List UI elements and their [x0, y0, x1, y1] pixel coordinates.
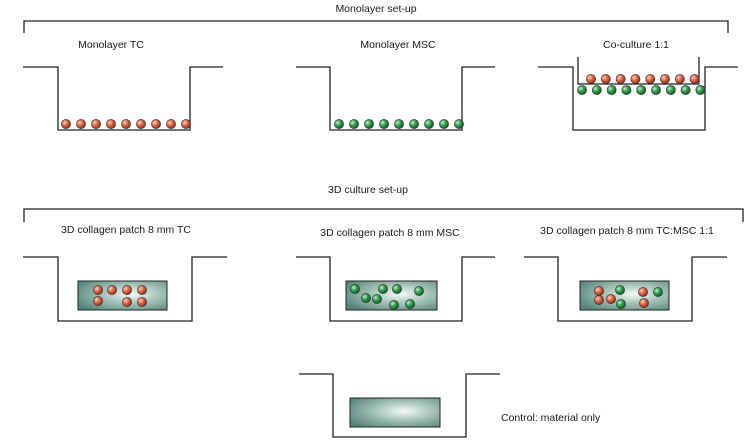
msc-cell — [364, 119, 374, 129]
well-patch-mix — [524, 256, 727, 322]
msc-cell — [378, 284, 388, 294]
coculture-insert — [577, 57, 700, 85]
tc-cell — [151, 119, 161, 129]
msc-cell — [424, 119, 434, 129]
well-mono-tc — [23, 66, 223, 131]
tc-cell — [137, 285, 147, 295]
msc-cell — [394, 119, 404, 129]
mono-tc-cells — [61, 119, 191, 129]
mono-msc-cells — [334, 119, 464, 129]
tc-cell — [121, 119, 131, 129]
msc-cell — [651, 85, 661, 95]
tc-cell — [61, 119, 71, 129]
tc-cell — [638, 287, 648, 297]
tc-cell — [586, 74, 596, 84]
tc-cell — [630, 74, 641, 84]
msc-cell — [665, 85, 676, 95]
well-patch-tc — [23, 256, 227, 322]
msc-cell — [392, 284, 402, 294]
msc-cell — [606, 85, 617, 95]
tc-cell — [136, 119, 146, 129]
well-coculture — [538, 66, 738, 131]
tc-cell — [645, 74, 656, 84]
msc-cell — [350, 284, 360, 294]
tc-cell — [76, 119, 86, 129]
msc-cell — [414, 286, 424, 296]
msc-cell — [379, 119, 389, 129]
msc-cell — [405, 299, 415, 309]
tc-cell — [107, 285, 117, 295]
msc-cell — [636, 85, 647, 95]
collagen-patch-control — [349, 397, 441, 428]
msc-cell — [695, 85, 706, 95]
well-patch-msc — [296, 256, 495, 322]
well-label-mono-msc: Monolayer MSC — [360, 39, 436, 51]
tc-cell — [606, 294, 616, 304]
msc-cell — [615, 285, 625, 295]
tc-cell — [615, 74, 626, 84]
tc-cell — [122, 285, 132, 295]
msc-cell — [439, 119, 449, 129]
msc-cell — [389, 300, 399, 310]
msc-cell — [577, 85, 587, 95]
well-label-patch-tc: 3D collagen patch 8 mm TC — [61, 224, 191, 236]
control-label: Control: material only — [501, 412, 601, 424]
tc-cell — [674, 74, 685, 84]
patch-mix-cells — [594, 285, 663, 309]
well-control — [299, 373, 500, 438]
msc-cell — [653, 287, 663, 297]
msc-cell — [680, 85, 691, 95]
collagen-patch-tc — [77, 280, 168, 311]
culture3d-bracket — [23, 208, 744, 222]
monolayer-section-title: Monolayer set-up — [335, 3, 416, 15]
well-label-patch-mix: 3D collagen patch 8 mm TC:MSC 1:1 — [540, 225, 714, 237]
tc-cell — [91, 119, 101, 129]
tc-cell — [639, 298, 649, 308]
msc-cell — [591, 85, 602, 95]
tc-cell — [660, 74, 670, 84]
well-label-patch-msc: 3D collagen patch 8 mm MSC — [320, 227, 460, 239]
tc-cell — [594, 286, 604, 296]
tc-cell — [93, 296, 103, 306]
msc-cell — [334, 119, 344, 129]
well-mono-msc — [296, 66, 495, 131]
tc-cell — [106, 119, 116, 129]
msc-cell — [454, 119, 464, 129]
tc-cell — [689, 74, 700, 84]
well-label-coculture: Co-culture 1:1 — [603, 39, 669, 51]
monolayer-bracket — [23, 20, 729, 33]
tc-cell — [594, 295, 604, 305]
tc-cell — [137, 297, 147, 307]
tc-cell — [122, 297, 132, 307]
msc-cell — [361, 293, 371, 303]
msc-cell — [616, 299, 626, 309]
tc-cell — [93, 285, 103, 295]
coculture-cells — [577, 74, 706, 95]
msc-cell — [372, 294, 382, 304]
msc-cell — [621, 85, 632, 95]
tc-cell — [181, 119, 191, 129]
msc-cell — [409, 119, 419, 129]
patch-msc-cells — [350, 284, 424, 310]
tc-cell — [600, 74, 611, 84]
tc-cell — [166, 119, 176, 129]
msc-cell — [349, 119, 359, 129]
patch-tc-cells — [93, 285, 147, 307]
well-label-mono-tc: Monolayer TC — [78, 39, 144, 51]
culture3d-section-title: 3D culture set-up — [328, 184, 408, 196]
